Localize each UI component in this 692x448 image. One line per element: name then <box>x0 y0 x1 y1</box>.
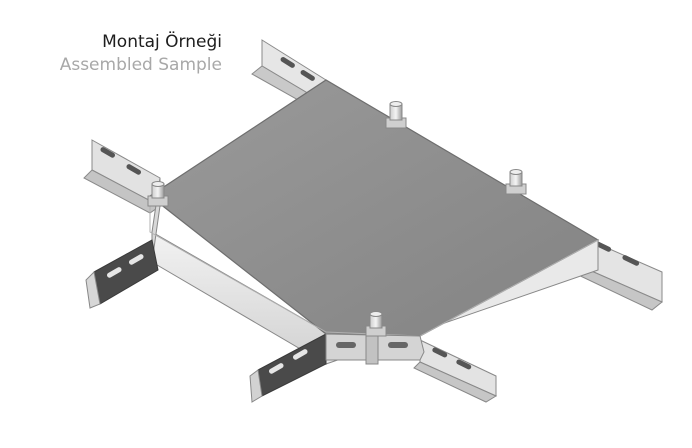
bolt-left <box>147 181 169 207</box>
bolt-back <box>385 101 407 129</box>
connector-plate-front-left <box>85 239 159 309</box>
tray-cover <box>148 79 600 337</box>
connector-plate-left <box>83 139 161 214</box>
connector-plate-right <box>571 235 663 311</box>
bolt-right <box>505 169 527 195</box>
bolt-front <box>365 311 387 337</box>
connector-plate-front-bottom <box>249 333 498 403</box>
caption-title-turkish: Montaj Örneği <box>102 32 222 52</box>
caption-title-english: Assembled Sample <box>59 55 222 75</box>
